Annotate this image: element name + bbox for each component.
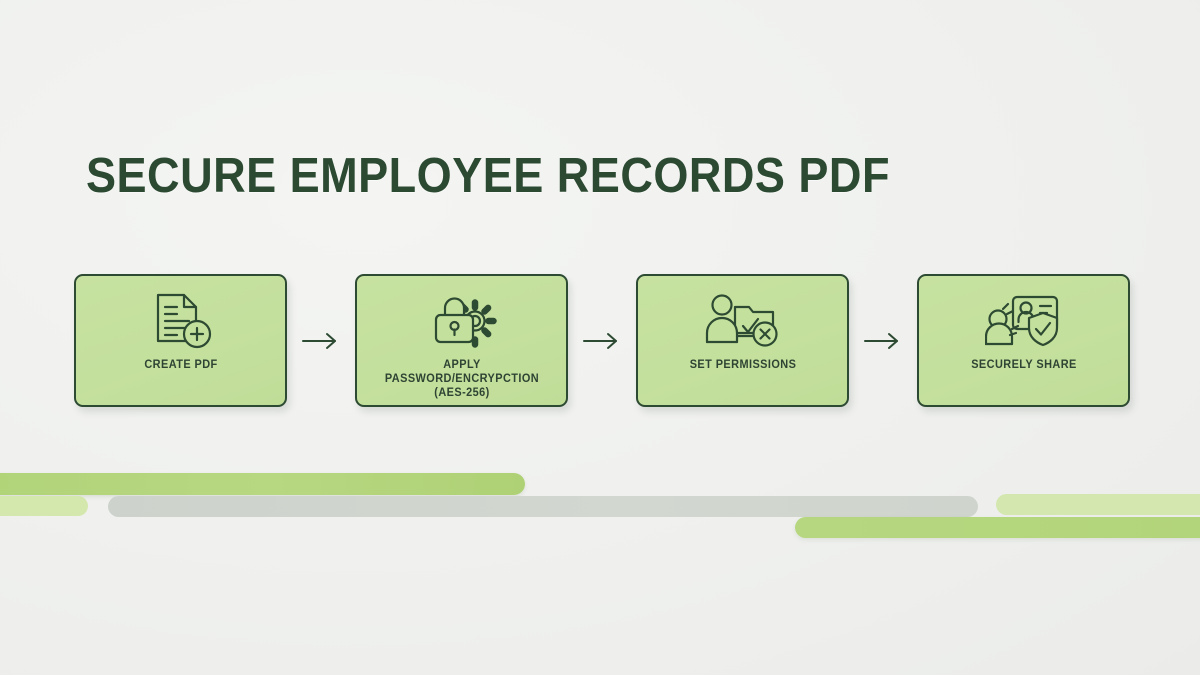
step-label-text: APPLY PASSWORD/ENCRYPCTION (384, 359, 539, 385)
arrow-right-icon-2 (568, 274, 636, 407)
step-label-text: SET PERMISSIONS (689, 359, 796, 371)
step-label: APPLY PASSWORD/ENCRYPCTION (AES-256) (367, 358, 557, 400)
document-add-icon (148, 290, 214, 352)
decorative-bar-green-bottom (795, 517, 1200, 538)
user-share-shield-icon (984, 290, 1063, 352)
user-folder-permissions-icon (705, 290, 781, 352)
step-card-create-pdf[interactable]: CREATE PDF (74, 274, 287, 407)
step-label-text: SECURELY SHARE (970, 359, 1077, 371)
step-label: SET PERMISSIONS (648, 358, 838, 372)
lock-gear-icon (427, 290, 497, 352)
arrow-right-icon-1 (287, 274, 355, 407)
step-label-subtext: (AES-256) (433, 387, 490, 399)
step-label: SECURELY SHARE (929, 358, 1119, 372)
decorative-bar-grey (108, 496, 978, 517)
step-card-apply-password[interactable]: APPLY PASSWORD/ENCRYPCTION (AES-256) (355, 274, 568, 407)
arrow-right-icon-3 (849, 274, 917, 407)
process-flow: CREATE PDF (74, 274, 1130, 414)
step-label-text: CREATE PDF (143, 359, 218, 371)
step-card-securely-share[interactable]: SECURELY SHARE (917, 274, 1130, 407)
decorative-bar-green-top (0, 473, 525, 495)
decorative-bar-pale-left (0, 496, 88, 516)
page-title: SECURE EMPLOYEE RECORDS PDF (86, 149, 890, 203)
decorative-bar-pale-right (996, 494, 1200, 515)
step-card-set-permissions[interactable]: SET PERMISSIONS (636, 274, 849, 407)
step-label: CREATE PDF (86, 358, 276, 372)
